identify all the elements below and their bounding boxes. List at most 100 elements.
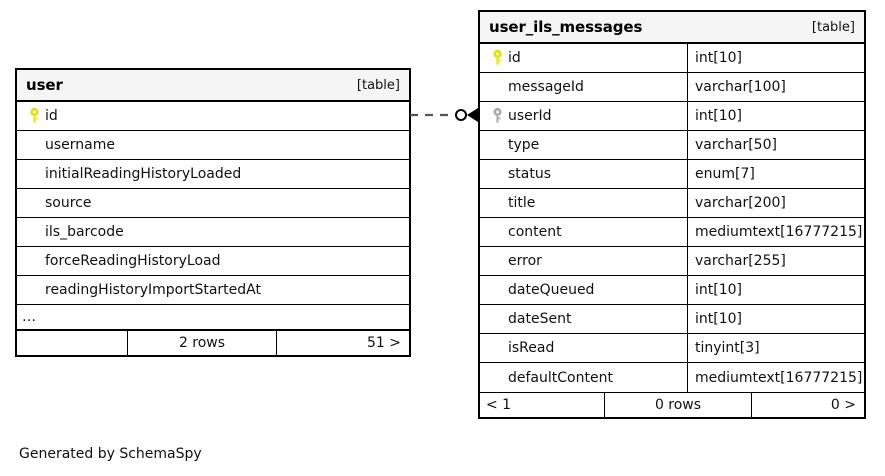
entity-footer-user: 2 rows 51 >	[17, 330, 409, 355]
generated-by-label: Generated by SchemaSpy	[19, 446, 202, 462]
column-name-cell: readingHistoryImportStartedAt	[17, 276, 409, 304]
column-name-cell: initialReadingHistoryLoaded	[17, 160, 409, 188]
column-row-user-source[interactable]: source	[17, 189, 409, 218]
column-type-cell: int[10]	[687, 305, 864, 333]
column-name-cell: error	[480, 247, 687, 275]
column-type-cell: varchar[200]	[687, 189, 864, 217]
primary-key-icon	[486, 44, 508, 72]
column-name-cell: id	[17, 102, 409, 130]
column-type-cell: enum[7]	[687, 160, 864, 188]
column-type-label: int[10]	[695, 50, 742, 66]
foreign-key-icon	[486, 102, 508, 130]
column-name-cell: forceReadingHistoryLoad	[17, 247, 409, 275]
column-row-uim-content[interactable]: content mediumtext[16777215]	[480, 218, 864, 247]
crows-foot-marker-icon	[467, 108, 478, 122]
column-row-uim-title[interactable]: title varchar[200]	[480, 189, 864, 218]
column-label: defaultContent	[508, 369, 613, 386]
footer-row-count: 0 rows	[604, 393, 752, 417]
entity-header-user[interactable]: user [table]	[17, 70, 409, 102]
column-label: id	[45, 108, 58, 124]
column-row-user-forcereadinghistoryload[interactable]: forceReadingHistoryLoad	[17, 247, 409, 276]
column-row-uim-datequeued[interactable]: dateQueued int[10]	[480, 276, 864, 305]
column-type-cell: int[10]	[687, 276, 864, 304]
column-type-cell: int[10]	[687, 44, 864, 72]
column-row-uim-status[interactable]: status enum[7]	[480, 160, 864, 189]
entity-kind-user-ils-messages: [table]	[811, 19, 855, 35]
more-columns-label: …	[22, 308, 36, 325]
column-label: ils_barcode	[45, 224, 124, 240]
column-row-uim-datesent[interactable]: dateSent int[10]	[480, 305, 864, 334]
column-label: username	[45, 137, 115, 153]
column-type-label: int[10]	[695, 108, 742, 124]
footer-row-count: 2 rows	[127, 331, 277, 355]
column-label: initialReadingHistoryLoaded	[45, 166, 242, 182]
no-key-spacer	[486, 276, 508, 304]
column-label: dateSent	[508, 311, 572, 327]
column-name-cell: defaultContent	[480, 363, 687, 392]
no-key-spacer	[23, 131, 45, 159]
no-key-spacer	[486, 218, 508, 246]
column-type-label: int[10]	[695, 311, 742, 327]
no-key-spacer	[486, 189, 508, 217]
entity-title-user-ils-messages: user_ils_messages	[489, 18, 643, 36]
column-name-cell: isRead	[480, 334, 687, 362]
column-row-user-readinghistoryimportstartedat[interactable]: readingHistoryImportStartedAt	[17, 276, 409, 305]
column-type-cell: mediumtext[16777215]	[687, 218, 864, 246]
column-name-cell: type	[480, 131, 687, 159]
column-label: status	[508, 166, 552, 182]
no-key-spacer	[23, 247, 45, 275]
column-type-label: varchar[200]	[695, 195, 786, 211]
column-type-cell: varchar[50]	[687, 131, 864, 159]
column-name-cell: messageId	[480, 73, 687, 101]
more-columns-indicator: …	[17, 305, 409, 330]
column-label: error	[508, 253, 542, 269]
footer-next-button[interactable]: 51 >	[367, 335, 401, 351]
column-row-user-id[interactable]: id	[17, 102, 409, 131]
no-key-spacer	[486, 334, 508, 362]
footer-next-button[interactable]: 0 >	[830, 397, 856, 413]
column-type-label: varchar[50]	[695, 137, 777, 153]
column-row-uim-error[interactable]: error varchar[255]	[480, 247, 864, 276]
no-key-spacer	[486, 305, 508, 333]
no-key-spacer	[23, 218, 45, 246]
entity-table-user[interactable]: user [table] id username	[15, 68, 411, 357]
relationship-connector-user-to-user-ils-messages	[410, 108, 478, 122]
column-label: dateQueued	[508, 282, 595, 298]
column-row-uim-userid[interactable]: userId int[10]	[480, 102, 864, 131]
column-type-label: mediumtext[16777215]	[695, 224, 863, 240]
column-label: forceReadingHistoryLoad	[45, 253, 221, 269]
column-type-cell: mediumtext[16777215]	[687, 363, 864, 392]
no-key-spacer	[486, 363, 508, 392]
column-name-cell: source	[17, 189, 409, 217]
column-row-user-ils-barcode[interactable]: ils_barcode	[17, 218, 409, 247]
no-key-spacer	[23, 189, 45, 217]
column-name-cell: title	[480, 189, 687, 217]
column-name-cell: dateSent	[480, 305, 687, 333]
no-key-spacer	[486, 160, 508, 188]
column-type-cell: varchar[255]	[687, 247, 864, 275]
entity-header-user-ils-messages[interactable]: user_ils_messages [table]	[480, 12, 864, 44]
column-type-label: tinyint[3]	[695, 340, 760, 356]
column-label: content	[508, 224, 562, 240]
column-row-uim-type[interactable]: type varchar[50]	[480, 131, 864, 160]
column-label: messageId	[508, 79, 584, 95]
entity-table-user-ils-messages[interactable]: user_ils_messages [table] id int[10] mes…	[478, 10, 866, 419]
entity-kind-user: [table]	[356, 77, 400, 93]
column-label: type	[508, 137, 540, 153]
column-row-user-username[interactable]: username	[17, 131, 409, 160]
entity-footer-user-ils-messages: < 1 0 rows 0 >	[480, 392, 864, 417]
column-label: id	[508, 50, 521, 66]
footer-prev-button[interactable]: < 1	[486, 397, 512, 413]
column-row-uim-messageid[interactable]: messageId varchar[100]	[480, 73, 864, 102]
column-row-uim-isread[interactable]: isRead tinyint[3]	[480, 334, 864, 363]
column-name-cell: status	[480, 160, 687, 188]
column-row-uim-defaultcontent[interactable]: defaultContent mediumtext[16777215]	[480, 363, 864, 392]
footer-prev-button[interactable]	[17, 331, 127, 355]
column-label: readingHistoryImportStartedAt	[45, 282, 261, 298]
zero-or-one-marker-icon	[455, 109, 467, 121]
no-key-spacer	[23, 276, 45, 304]
column-row-user-initialreadinghistoryloaded[interactable]: initialReadingHistoryLoaded	[17, 160, 409, 189]
column-type-label: varchar[100]	[695, 79, 786, 95]
column-row-uim-id[interactable]: id int[10]	[480, 44, 864, 73]
no-key-spacer	[486, 73, 508, 101]
